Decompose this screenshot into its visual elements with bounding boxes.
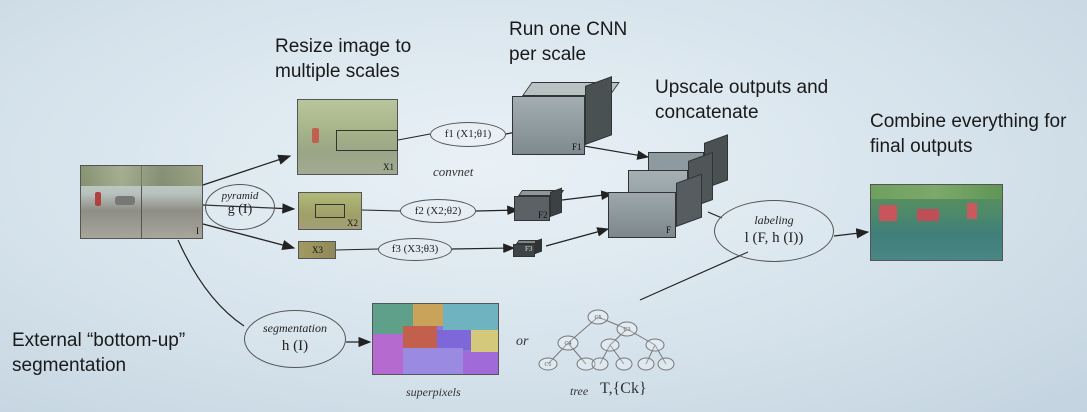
tree-left-text: C4 [564, 341, 571, 347]
input-image-trees [81, 166, 202, 186]
resize-label: Resize image to multiple scales [275, 36, 412, 82]
pyramid-func: g (I) [227, 202, 253, 217]
F-tag: F [666, 225, 672, 235]
external-segmentation-label: External “bottom-up” segmentation [12, 330, 186, 376]
tree-leaf-4 [615, 357, 633, 371]
superpixels-image [372, 303, 499, 375]
tree-node-rl [600, 338, 620, 352]
f2-text: f2 (X2;θ2) [414, 205, 462, 217]
arrow-F2-to-F [561, 190, 614, 201]
F1-tag: F1 [572, 142, 582, 152]
F2-tag: F2 [538, 210, 548, 220]
F1-cube-front [512, 96, 585, 155]
output-region-car [917, 209, 939, 221]
arrow-input-to-scale1 [202, 154, 292, 186]
run-cnn-label: Run one CNN per scale [509, 19, 628, 65]
labeling-word: labeling [754, 213, 794, 227]
f3-text: f3 (X3;θ3) [391, 243, 439, 255]
labeling-oval: labeling l (F, h (I)) [714, 200, 834, 262]
F3-tag: F3 [525, 245, 533, 253]
output-labeled-image [870, 184, 1003, 261]
tree-node-right [616, 321, 638, 337]
arrow-f3-to-F3 [451, 243, 516, 253]
input-image-car [115, 196, 135, 205]
scale3-tag: X3 [312, 245, 323, 255]
arrow-input-to-scale3 [202, 223, 296, 251]
input-image-person [95, 192, 101, 206]
scale1-tag: X1 [383, 162, 394, 172]
tree-node-root [587, 309, 609, 325]
segmentation-word: segmentation [263, 321, 327, 335]
output-region-person [879, 205, 897, 221]
F-stack-front-front [608, 192, 676, 238]
tree-leaf-5 [637, 357, 655, 371]
superpixel-patch-5 [403, 326, 437, 348]
f3-oval: f3 (X3;θ3) [378, 238, 452, 261]
superpixel-patch-4 [373, 334, 403, 374]
tree-leaf-2 [576, 357, 596, 371]
tree-leaf-1 [538, 357, 558, 371]
output-region-sign [967, 203, 977, 219]
arrow-F1-to-F [583, 145, 650, 160]
F3-cube: F3 [513, 238, 545, 260]
line-scale1-to-f1 [397, 133, 431, 141]
f1-text: f1 (X1;θ1) [444, 128, 492, 140]
f2-oval: f2 (X2;θ2) [400, 199, 476, 223]
scale1-image: X1 [297, 99, 398, 175]
pyramid-word: pyramid [221, 190, 259, 202]
tree-leaf-3 [591, 357, 609, 371]
superpixels-label: superpixels [406, 385, 461, 399]
tree-root-text: C5 [594, 315, 601, 321]
superpixel-patch-6 [437, 330, 471, 350]
arrow-labeling-to-output [833, 228, 870, 239]
pyramid-oval: pyramid g (I) [205, 184, 275, 230]
line-scale2-to-f2 [361, 209, 401, 212]
superpixel-patch-9 [463, 352, 498, 374]
scale1-image-person [312, 128, 319, 143]
combine-label: Combine everything for final outputs [870, 111, 1067, 157]
scale3-image: X3 [298, 241, 336, 259]
input-image: I [80, 165, 203, 239]
tree-right-text: C3 [623, 327, 630, 333]
f1-oval: f1 (X1;θ1) [430, 122, 506, 147]
labeling-func: l (F, h (I)) [744, 230, 804, 246]
tree-math: T,{Ck} [600, 380, 647, 397]
tree-leaf-text: C1 [544, 362, 551, 368]
superpixel-patch-8 [403, 348, 463, 374]
scale2-image: X2 [298, 192, 362, 230]
F-stack-front: F [608, 173, 708, 240]
input-image-tag: I [196, 226, 199, 236]
tree-node-rr [645, 338, 665, 352]
superpixel-patch-3 [443, 304, 498, 330]
segmentation-oval: segmentation h (I) [244, 310, 346, 368]
superpixel-patch-2 [413, 304, 443, 326]
arrow-f2-to-F2 [475, 205, 520, 216]
scale2-tag: X2 [347, 218, 358, 228]
scale2-crop-box [315, 204, 345, 218]
arrow-F3-to-F [545, 227, 610, 247]
segmentation-func: h (I) [281, 338, 309, 354]
tree-label: tree [570, 384, 589, 398]
tree-node-left [557, 335, 579, 351]
superpixel-patch-7 [471, 330, 498, 352]
convnet-label: convnet [433, 164, 474, 179]
line-scale3-to-f3 [335, 248, 379, 251]
F1-cube: F1 [512, 76, 620, 157]
input-image-divider [141, 166, 142, 238]
upscale-label: Upscale outputs and concatenate [655, 77, 829, 123]
line-tree-to-labeling [639, 251, 749, 301]
F2-cube-front [514, 196, 550, 221]
F2-cube: F2 [514, 187, 566, 224]
F3-cube-front [513, 244, 535, 257]
scale1-crop-box [336, 130, 398, 151]
output-region-sky [871, 185, 1002, 199]
or-label: or [516, 334, 529, 349]
tree-leaf-6 [657, 357, 675, 371]
line-input-to-segmentation [177, 239, 245, 327]
